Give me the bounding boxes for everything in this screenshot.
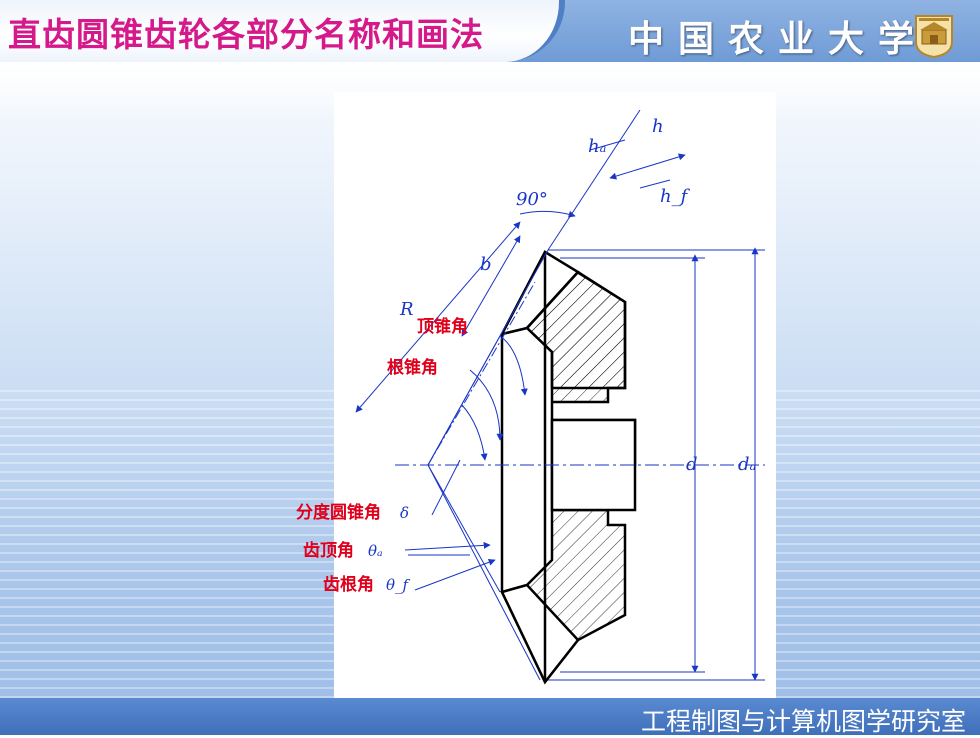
label-face-cone-angle: 顶锥角 [417, 316, 468, 337]
footer-bar: 工程制图与计算机图学研究室 [0, 698, 980, 736]
footer-text: 工程制图与计算机图学研究室 [640, 707, 966, 736]
university-name: 中国农业大学 [628, 18, 929, 60]
dim-h: h [652, 116, 664, 137]
symbol-pitch-cone: δ [400, 504, 409, 522]
label-addendum-angle: 齿顶角 [303, 540, 354, 561]
dim-d: d [686, 454, 698, 475]
dim-R: R [399, 299, 414, 320]
dimension-lines [355, 109, 765, 681]
gear-section-lower [500, 465, 627, 685]
dim-ha: hₐ [588, 136, 606, 157]
dim-da: dₐ [738, 454, 756, 475]
header-bar: 直齿圆锥齿轮各部分名称和画法 中国农业大学 [0, 0, 980, 62]
dim-b: b [480, 254, 492, 275]
dim-hf: h_f [660, 186, 691, 207]
page-title: 直齿圆锥齿轮各部分名称和画法 [8, 15, 484, 54]
label-pitch-cone-angle: 分度圆锥角 [296, 502, 381, 523]
title-tab: 直齿圆锥齿轮各部分名称和画法 [0, 0, 565, 62]
label-dedendum-angle: 齿根角 [323, 574, 374, 595]
university-emblem-icon [915, 15, 953, 58]
symbol-dedendum: θ_f [386, 576, 411, 594]
label-root-cone-angle: 根锥角 [387, 357, 438, 378]
dim-angle-90: 90° [516, 189, 548, 210]
symbol-addendum: θₐ [368, 542, 383, 560]
